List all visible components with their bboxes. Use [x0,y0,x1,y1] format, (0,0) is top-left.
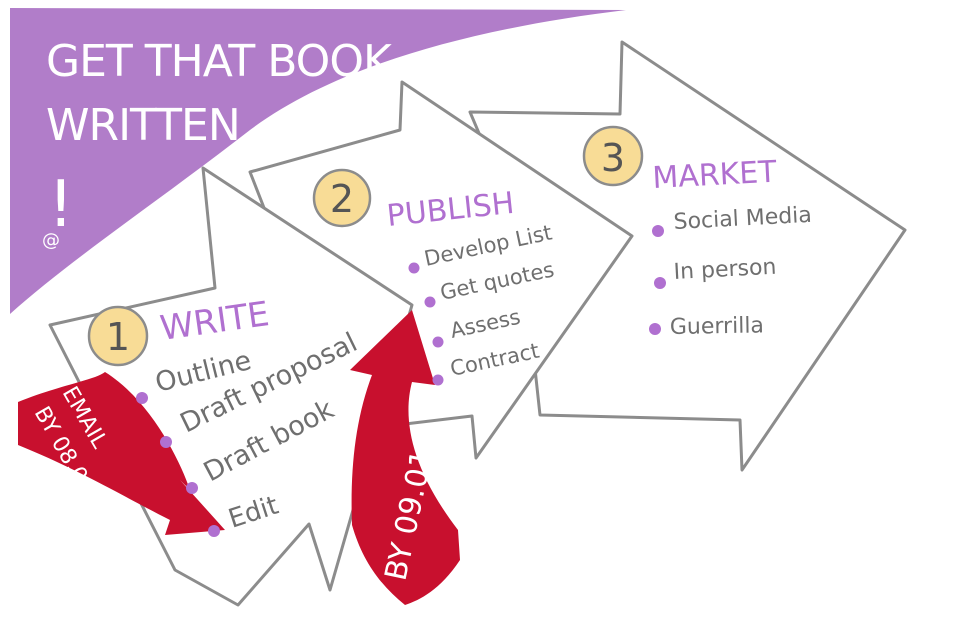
bullet [432,336,444,348]
bullet [208,525,220,537]
step2-number: 2 [330,177,354,221]
bullet [649,323,661,335]
step3-list: Social Media In person Guerrilla [649,203,812,340]
bullet [424,296,436,308]
bullet [432,374,444,386]
step3-item: In person [673,255,777,285]
at-sign-icon: @ [42,230,60,251]
step1-number: 1 [106,315,130,359]
bullet [652,225,664,237]
bullet [160,436,172,448]
step1-number-badge: 1 [87,305,149,367]
bullet [186,482,198,494]
step3-item: Guerrilla [670,313,764,340]
email-deadline-arrow [18,372,225,535]
step3-title: MARKET [652,155,779,196]
bullet [408,262,420,274]
title-line-2: WRITTEN [46,100,241,151]
title-line-1: GET THAT BOOK [46,36,392,87]
step3-number-badge: 3 [582,125,644,187]
step2-number-badge: 2 [312,168,372,228]
header-band [10,8,626,314]
step3-number: 3 [601,136,625,180]
bullet [654,277,666,289]
publish-deadline-arrow [350,310,460,605]
bullet [136,392,148,404]
header-exclaim: ! [48,168,74,242]
